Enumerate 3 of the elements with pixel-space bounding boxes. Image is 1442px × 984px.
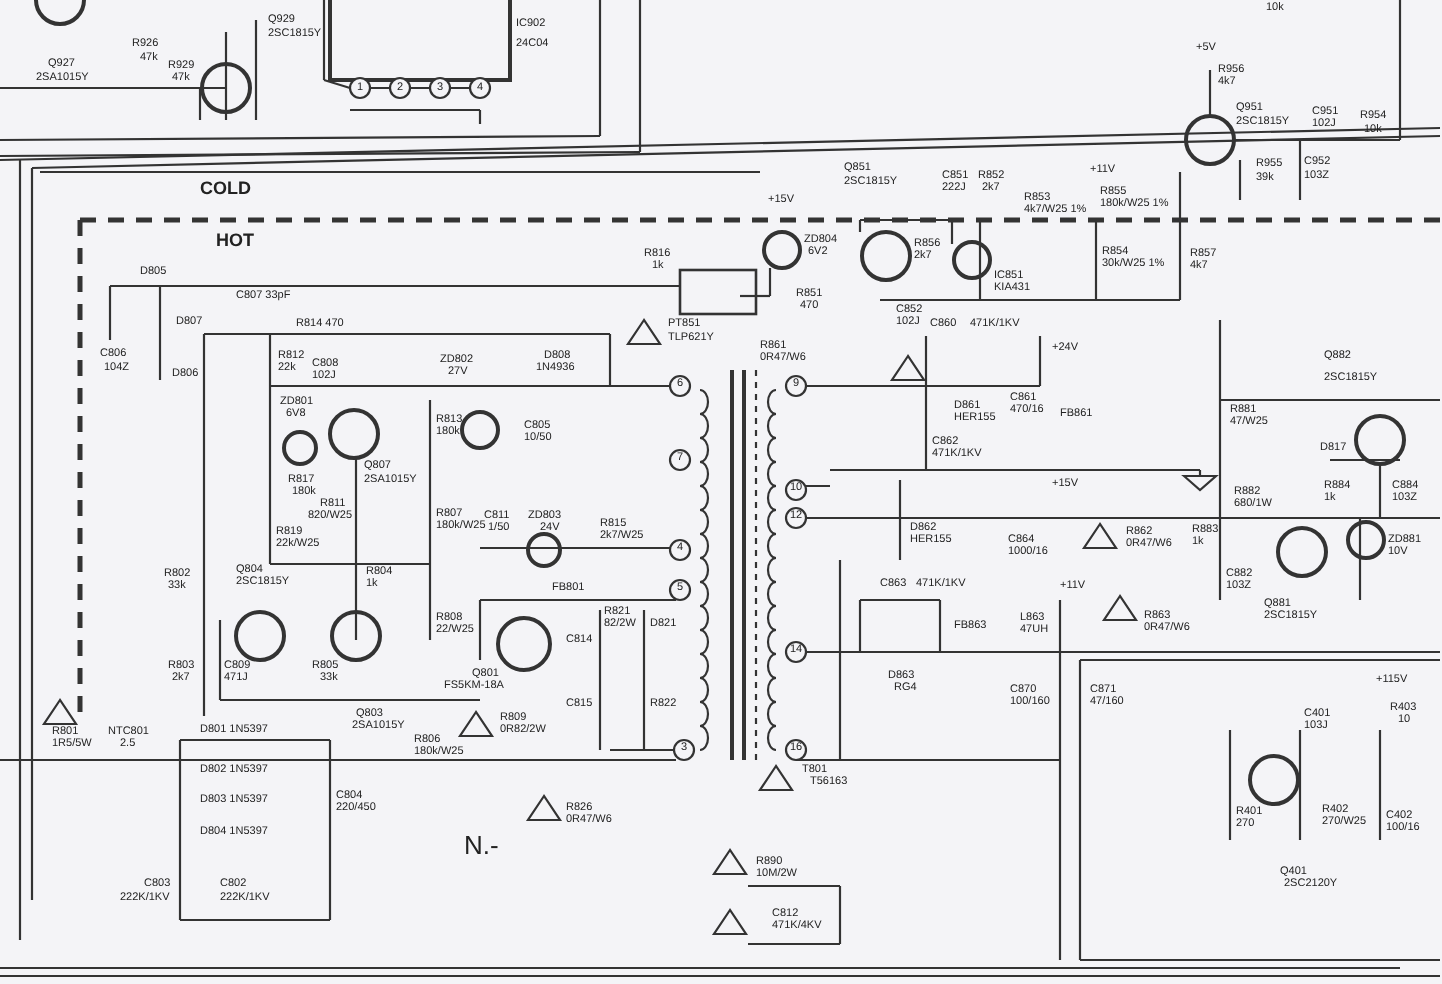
handwritten-note: N.- xyxy=(464,832,499,858)
zone-label: COLD xyxy=(200,180,251,198)
zone-label: HOT xyxy=(216,232,254,250)
